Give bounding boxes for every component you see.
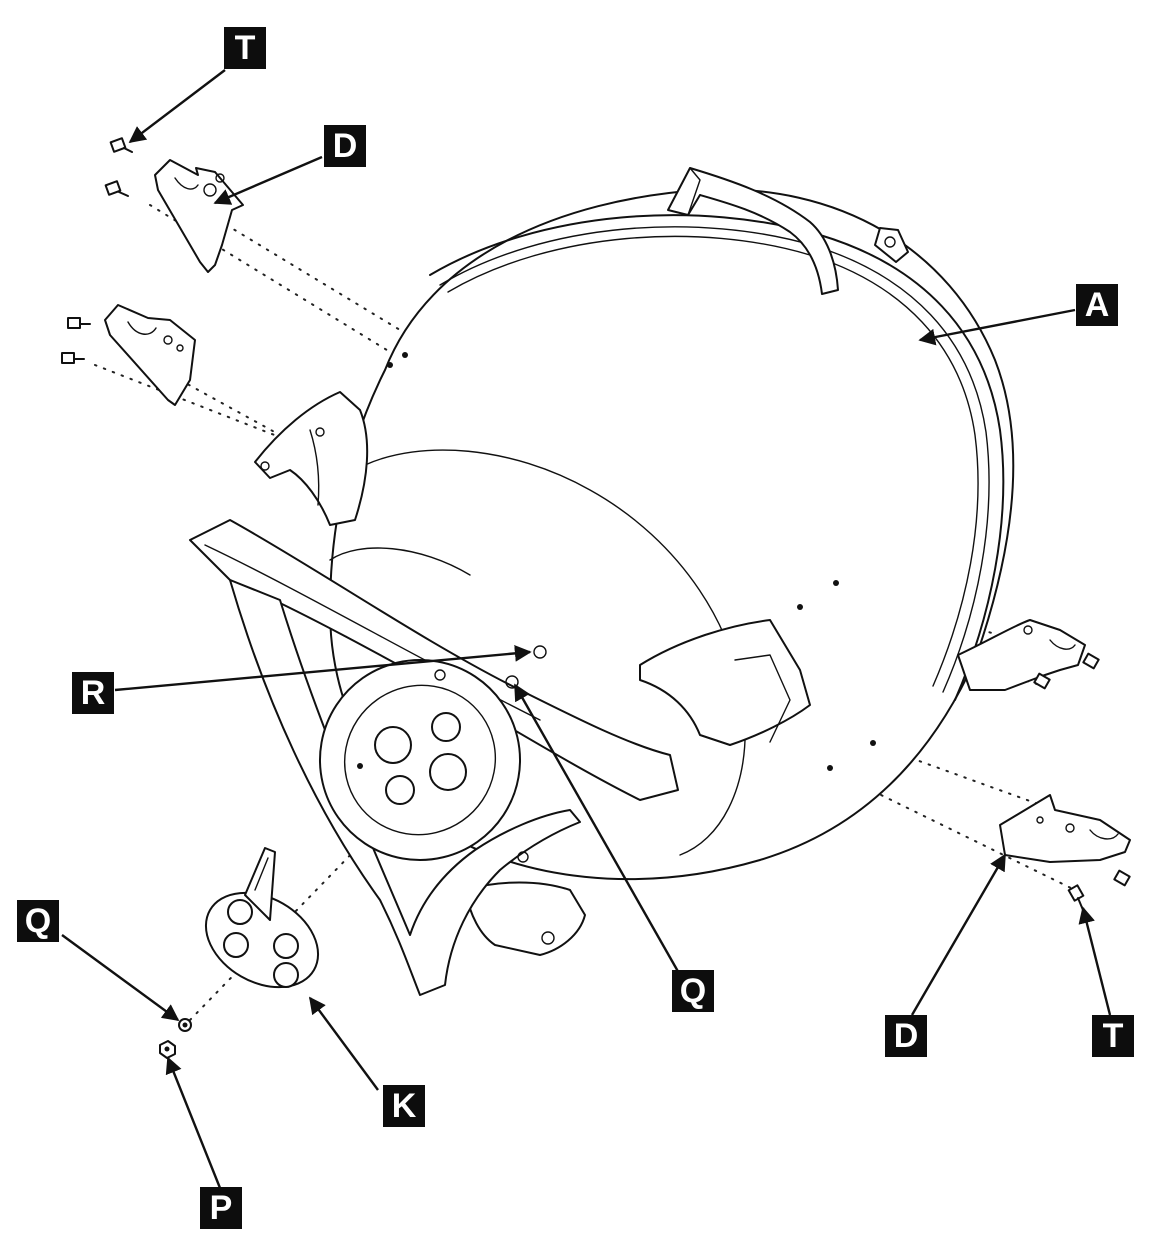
callout-letter: P: [210, 1189, 233, 1227]
bolt-icon: [104, 180, 129, 197]
callout-tag-t-bottom: T: [1092, 1015, 1134, 1057]
callout-tag-p: P: [200, 1187, 242, 1229]
callout-tag-d-top: D: [324, 125, 366, 167]
callout-letter: Q: [25, 902, 51, 940]
vent-damper: [204, 847, 320, 989]
bolt-icon: [1082, 652, 1100, 670]
callout-tag-q-right: Q: [672, 970, 714, 1012]
callout-letter: A: [1085, 286, 1110, 324]
callout-letter: T: [235, 29, 256, 67]
leg-bracket-middle-left: [104, 304, 196, 406]
leg-socket-bottom: [464, 881, 586, 956]
bolt-icon: [109, 137, 133, 153]
leg-bracket-lower-right: [999, 794, 1131, 863]
callout-letter: D: [333, 127, 358, 165]
leg-socket-left-upper: [254, 391, 369, 526]
callout-tag-k: K: [383, 1085, 425, 1127]
callout-letter: Q: [680, 972, 706, 1010]
bolts: [61, 137, 1131, 911]
leg-bracket-upper-right: [957, 619, 1086, 691]
leg-bracket-upper-left: [154, 159, 244, 273]
leader-lines: [61, 69, 1112, 1189]
callout-letter: K: [392, 1087, 417, 1125]
bolt-icon: [61, 352, 85, 364]
nut-p: [159, 1040, 176, 1059]
callout-tag-r: R: [72, 672, 114, 714]
bottom-vent-assembly: [319, 659, 529, 863]
callout-letter: R: [81, 674, 106, 712]
screw-r: [533, 645, 547, 659]
bolt-icon: [67, 317, 91, 329]
washer-q-right: [505, 675, 519, 689]
callout-tag-q-left: Q: [17, 900, 59, 942]
callout-tag-a: A: [1076, 284, 1118, 326]
leg-socket-right: [639, 619, 811, 746]
bolt-icon: [1113, 869, 1131, 887]
callout-tag-t-top: T: [224, 27, 266, 69]
callout-letter: T: [1103, 1017, 1124, 1055]
callout-letter: D: [894, 1017, 919, 1055]
callout-tag-d-bottom: D: [885, 1015, 927, 1057]
washer-q-left: [178, 1018, 192, 1032]
bolt-icon: [1067, 884, 1085, 911]
bolt-icon: [1033, 672, 1051, 690]
